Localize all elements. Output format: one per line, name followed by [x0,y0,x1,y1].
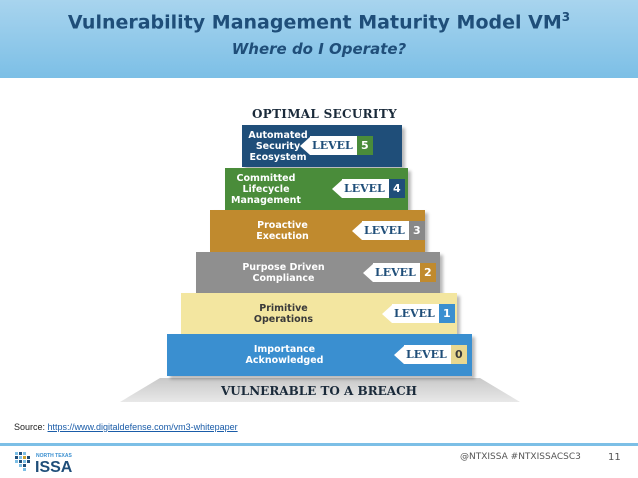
pyramid-bottom-label: VULNERABLE TO A BREACH [220,384,418,398]
level-badge-word: LEVEL [392,304,439,323]
source-citation: Source: https://www.digitaldefense.com/v… [14,422,238,432]
source-prefix: Source: [14,422,48,432]
pyramid-base [120,378,520,402]
level-badge-word: LEVEL [404,345,451,364]
pyramid-level-label: Purpose Driven Compliance [242,262,325,284]
slide-title-text: Vulnerability Management Maturity Model … [67,11,562,34]
pyramid-level-label: Committed Lifecycle Management [231,172,301,206]
badge-arrow-icon [363,263,373,282]
badge-arrow-icon [394,345,404,364]
pyramid-level-label: Primitive Operations [253,303,314,325]
level-badge-number: 2 [419,263,436,282]
texas-star-icon [15,452,30,471]
issa-logo: NORTH TEXAS ISSA [15,452,73,474]
badge-arrow-icon [382,304,392,323]
level-badge-number: 4 [388,179,405,198]
badge-arrow-icon [300,136,310,155]
badge-arrow-icon [332,179,342,198]
title-superscript: 3 [561,10,571,24]
slide-subtitle: Where do I Operate? [231,40,407,58]
logo-small-text: NORTH TEXAS [36,453,73,459]
level-badge-word: LEVEL [342,179,389,198]
level-badge-number: 5 [356,136,373,155]
source-link[interactable]: https://www.digitaldefense.com/vm3-white… [47,422,238,432]
pyramid-level-label: Proactive Execution [256,220,309,242]
level-badge-word: LEVEL [362,221,409,240]
pyramid-level-label: Importance Acknowledged [245,344,324,366]
page-number: 11 [608,452,621,463]
footer-hashtags: @NTXISSA #NTXISSACSC3 [460,452,581,462]
slide-title: Vulnerability Management Maturity Model … [0,10,638,33]
badge-arrow-icon [352,221,362,240]
footer-divider [0,443,638,446]
level-badge-word: LEVEL [310,136,357,155]
logo-text: ISSA [35,459,73,474]
level-badge-number: 1 [438,304,455,323]
slide-header: Vulnerability Management Maturity Model … [0,0,638,78]
pyramid-level-label: Automated Security Ecosystem [248,129,308,163]
pyramid-top-label: OPTIMAL SECURITY [252,107,397,121]
level-badge-number: 0 [450,345,467,364]
level-badge-word: LEVEL [373,263,420,282]
level-badge-number: 3 [408,221,425,240]
